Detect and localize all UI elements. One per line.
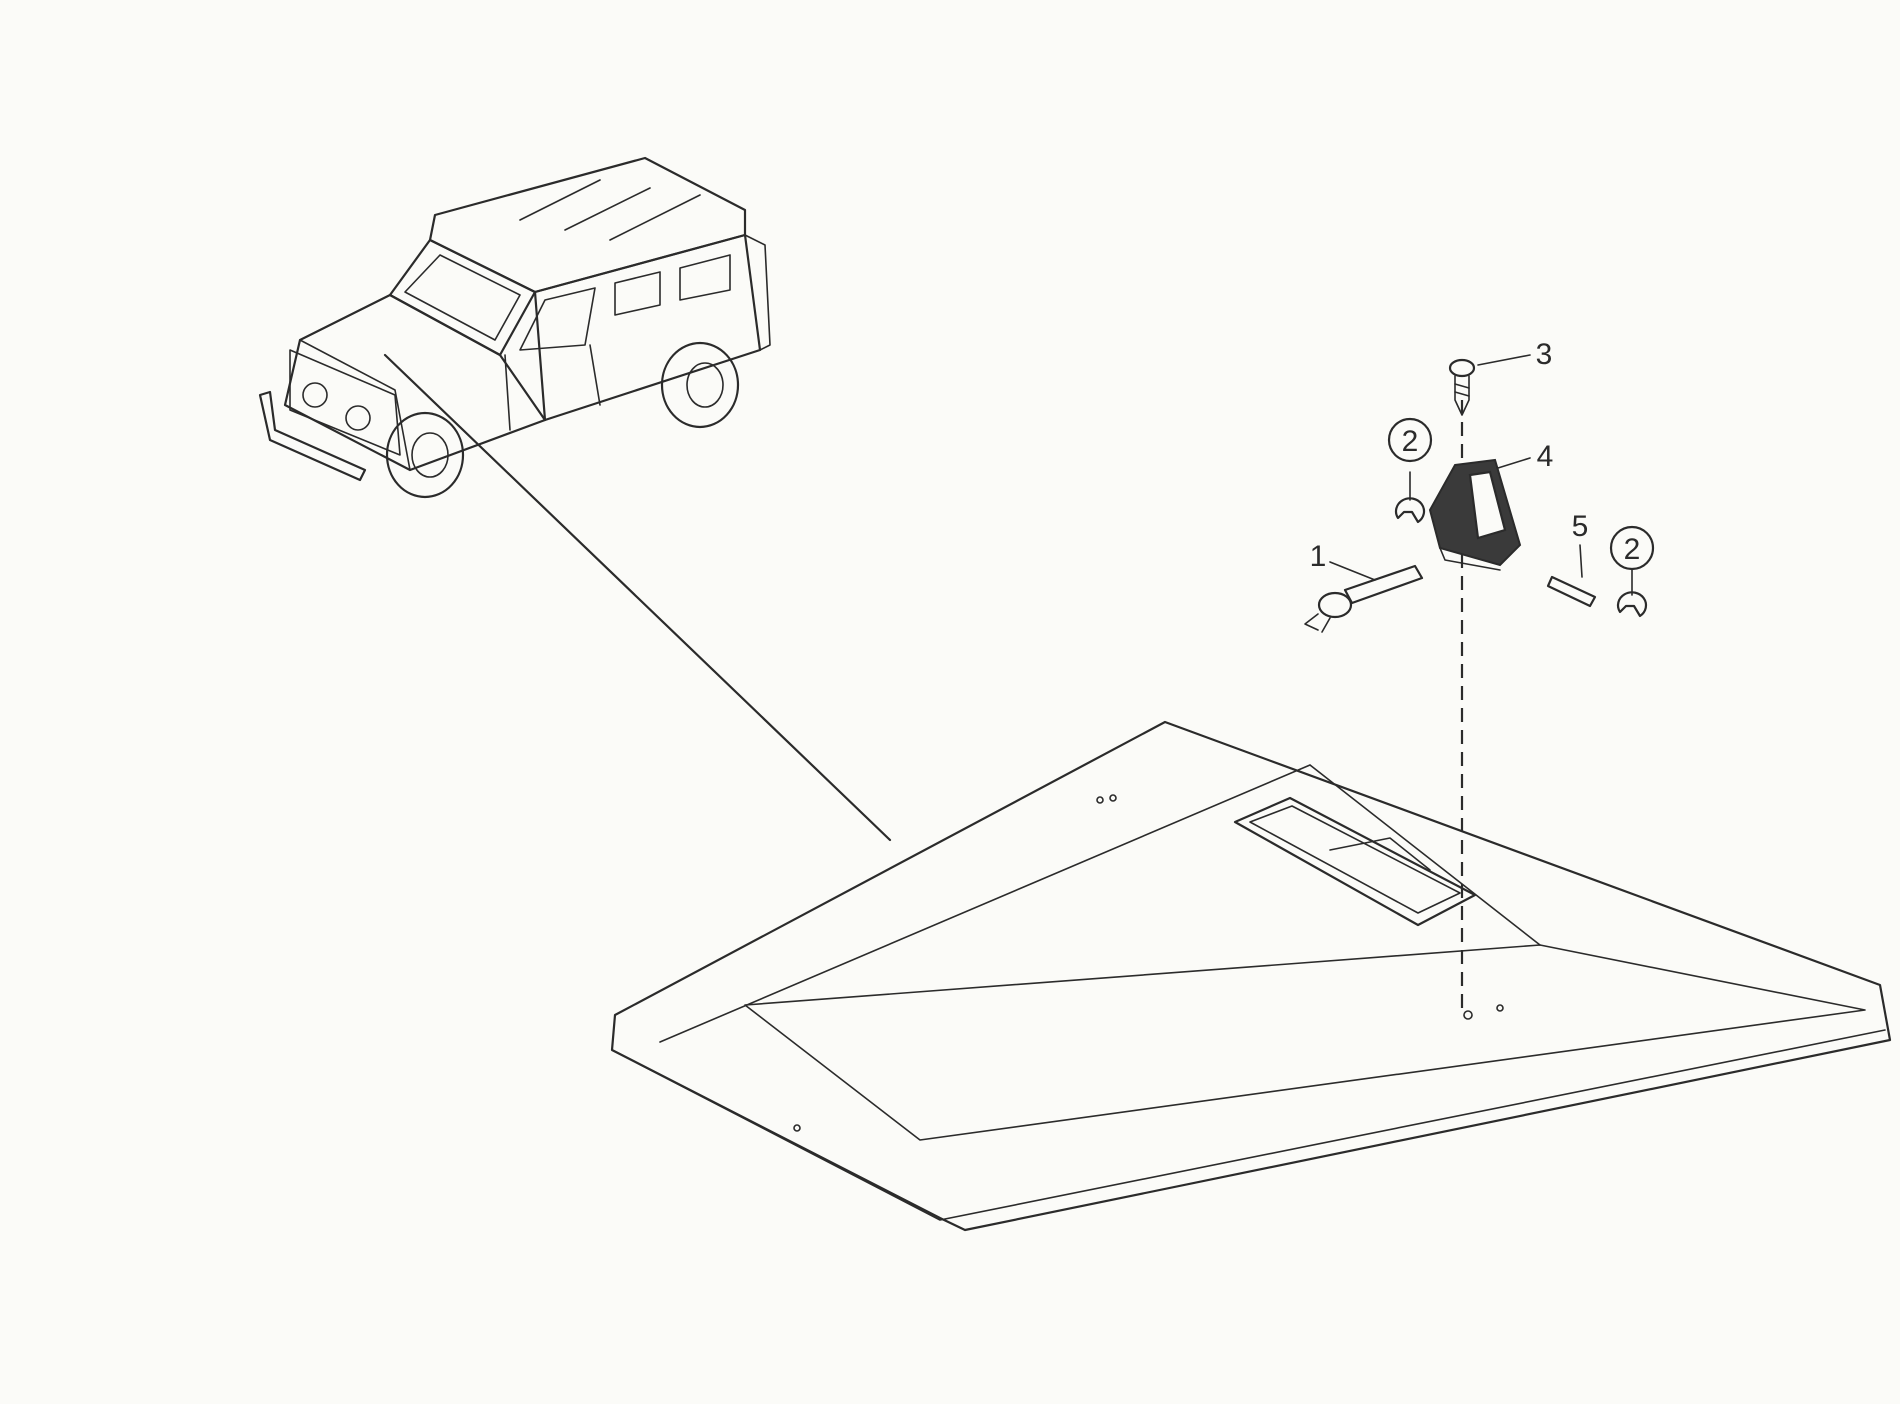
vehicle-overview — [258, 156, 771, 499]
pin-part — [1546, 575, 1597, 608]
clip-part-left — [1394, 497, 1426, 524]
callout-4: 4 — [1537, 440, 1554, 473]
callout-1: 1 — [1310, 540, 1327, 573]
callout-5: 5 — [1572, 510, 1589, 543]
bracket-part — [1428, 458, 1522, 571]
callout-2-right: 2 — [1609, 525, 1655, 571]
callout-3: 3 — [1536, 338, 1553, 371]
callout-label-4: 4 — [1537, 440, 1554, 473]
hood-panel — [610, 720, 1892, 1232]
callout-label-5: 5 — [1572, 510, 1589, 543]
callout-leaders — [1329, 354, 1633, 596]
callout-label-2-right: 2 — [1624, 533, 1641, 566]
callout-label-3: 3 — [1536, 338, 1553, 371]
latch-part — [1304, 564, 1424, 633]
clip-part-right — [1616, 591, 1648, 618]
callout-label-1: 1 — [1310, 540, 1327, 573]
callout-label-2-left: 2 — [1402, 425, 1419, 458]
leader-line — [383, 353, 892, 842]
callout-2-left: 2 — [1387, 417, 1433, 463]
callout-circle — [1387, 417, 1433, 463]
callout-circle — [1609, 525, 1655, 571]
screw-part — [1448, 358, 1476, 416]
